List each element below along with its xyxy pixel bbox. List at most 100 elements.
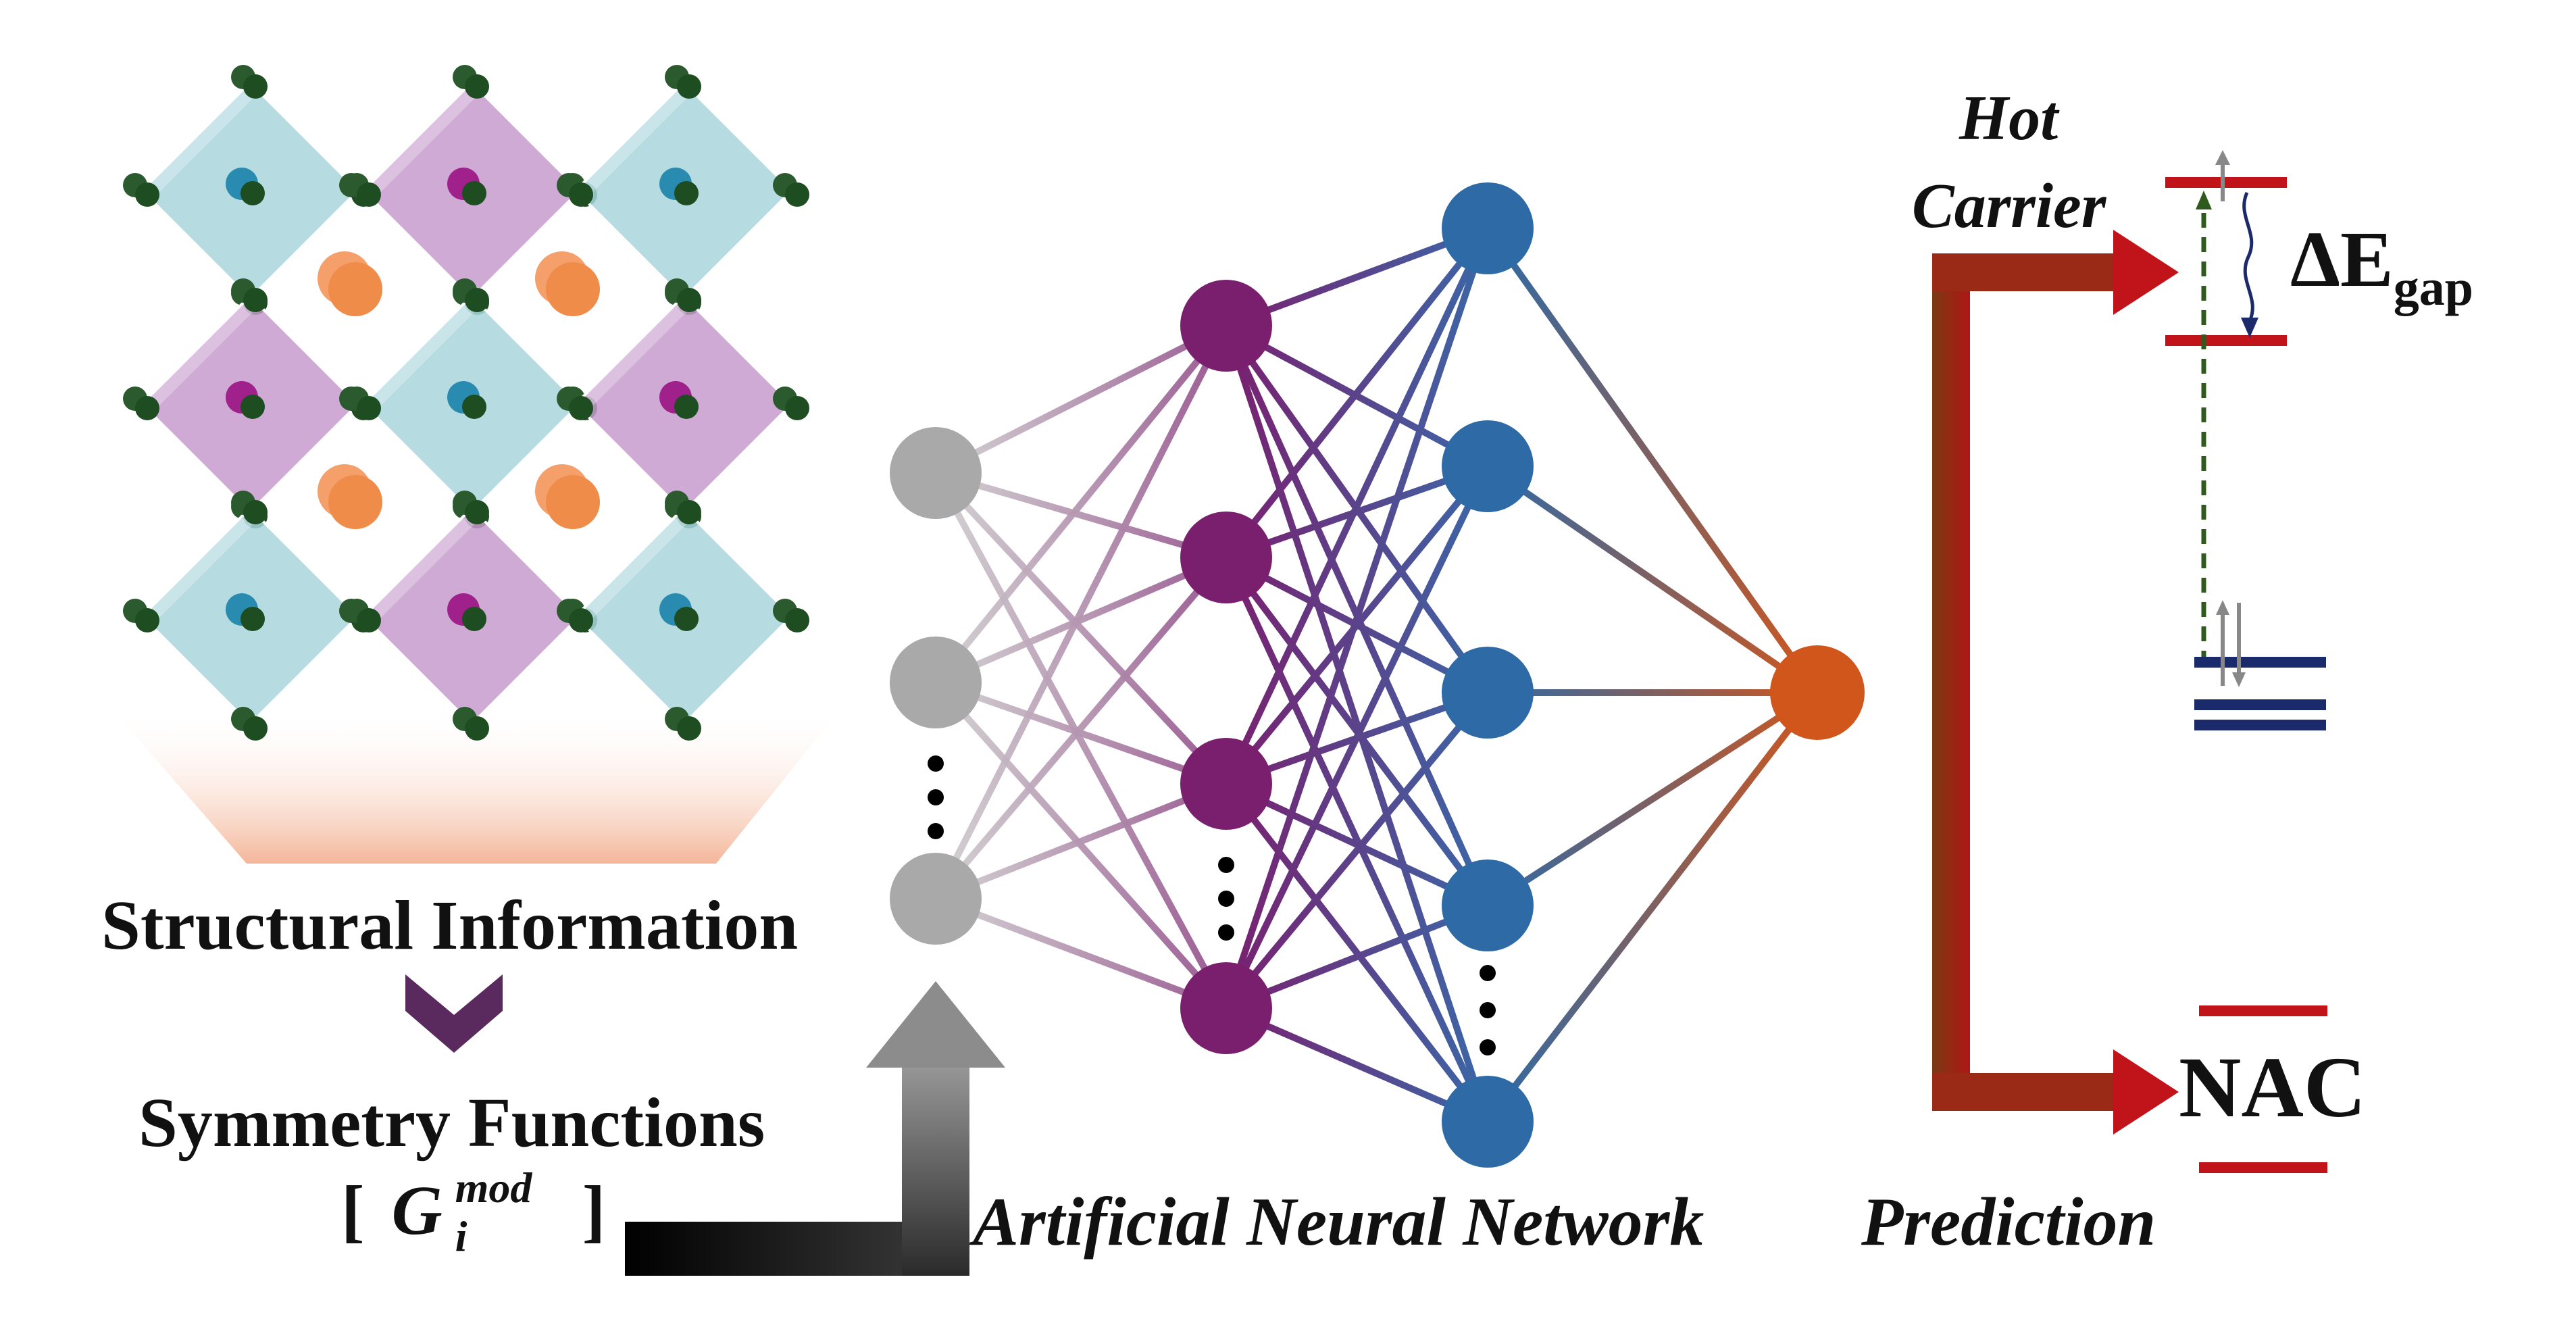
energy-gap-label: ΔEgap [2290, 220, 2473, 314]
edge-line [934, 780, 1228, 902]
octahedron-highlight [363, 82, 481, 200]
cation-atom-front [328, 262, 382, 316]
artificial-neural-network-label: Artificial Neural Network [973, 1184, 1704, 1260]
ellipsis-dot [928, 755, 944, 772]
edge-line [1484, 226, 1821, 695]
halide-atom [785, 396, 809, 420]
ellipsis-dot [1218, 857, 1234, 873]
octahedron-highlight [142, 296, 259, 414]
edge-line [934, 322, 1228, 476]
hidden-node-layer2 [1442, 420, 1534, 512]
cation-atom [318, 464, 382, 529]
hidden-node-layer1 [1180, 280, 1272, 372]
halide-atom [243, 500, 268, 524]
base-gradient [111, 708, 841, 864]
halide-atom [674, 607, 699, 631]
edge-line [934, 895, 1228, 1012]
network-connections [932, 225, 1821, 1125]
halide-atom [785, 182, 809, 207]
lower-level-2 [2194, 699, 2326, 710]
hot-label: Hot [1959, 83, 2059, 153]
halide-atom [241, 181, 265, 205]
ellipsis-dot [1480, 1002, 1496, 1018]
octahedron [557, 491, 809, 741]
octahedron-highlight [576, 508, 693, 626]
ellipsis-dot [1480, 965, 1496, 981]
energy-level-diagram [2165, 150, 2327, 1173]
nac-label: NAC [2179, 1039, 2367, 1135]
octahedron-highlight [142, 82, 259, 200]
edge-line [1223, 555, 1491, 1124]
ellipsis-dot [1480, 1039, 1496, 1055]
upper-level-bottom [2165, 335, 2287, 346]
symmetry-functions-label: Symmetry Functions [138, 1084, 765, 1162]
lower-level-1 [2194, 657, 2326, 668]
edge-line [1486, 463, 1819, 696]
halide-atom [357, 182, 381, 207]
halide-atom [677, 74, 701, 99]
edge-line [933, 680, 1229, 1011]
input-node [890, 853, 982, 945]
edge-line [1224, 780, 1490, 909]
halide-atom [569, 182, 593, 207]
hidden-node-layer2 [1442, 1076, 1534, 1168]
edge-line [1225, 1005, 1489, 1125]
halide-atom [243, 716, 268, 741]
cation-atom-front [546, 475, 600, 529]
halide-atom [462, 607, 486, 631]
halide-atom [462, 395, 486, 419]
edge-line [933, 470, 1229, 787]
prediction-label: Prediction [1861, 1184, 2156, 1260]
ellipsis-dot [928, 823, 944, 839]
octahedron [345, 491, 597, 741]
halide-atom [677, 500, 701, 524]
edge-line [1223, 464, 1491, 1010]
hidden-node-layer2 [1442, 182, 1534, 274]
halide-atom [465, 288, 489, 312]
halide-atom [241, 607, 265, 631]
halide-atom [785, 608, 809, 632]
edge-line [1223, 781, 1490, 1124]
halide-atom [135, 182, 159, 207]
hidden-node-layer1 [1180, 512, 1272, 603]
edge-line [1225, 902, 1489, 1012]
edge-line [1223, 226, 1490, 560]
cation-atom [535, 464, 600, 529]
ellipsis-dot [1218, 891, 1234, 907]
hidden-node-layer1 [1180, 962, 1272, 1054]
output-node [1770, 645, 1865, 740]
edge-line [1225, 225, 1489, 329]
octahedron-highlight [363, 508, 481, 626]
formula-open-bracket: [ [341, 1172, 365, 1249]
halide-atom [465, 716, 489, 741]
halide-atom [465, 500, 489, 524]
edge-line [932, 324, 1230, 901]
halide-atom [135, 608, 159, 632]
halide-atom [674, 395, 699, 419]
structural-information-label: Structural Information [101, 887, 799, 964]
halide-atom [243, 74, 268, 99]
nac-level-bottom [2199, 1162, 2327, 1173]
neural-network [890, 182, 1865, 1168]
delta-e-symbol: ΔE [2290, 215, 2394, 303]
halide-atom [569, 608, 593, 632]
octahedron [123, 491, 376, 741]
gap-subscript: gap [2393, 259, 2473, 316]
cation-atom-front [328, 475, 382, 529]
cation-atom [318, 251, 382, 316]
halide-atom [357, 396, 381, 420]
cation-atom-front [546, 262, 600, 316]
octahedron-highlight [576, 82, 693, 200]
ellipsis-dot [1218, 924, 1234, 941]
halide-atom [462, 181, 486, 205]
halide-atom [135, 396, 159, 420]
edge-line [1486, 689, 1819, 909]
edge-line [1223, 690, 1490, 1011]
input-node [890, 637, 982, 728]
nac-level-top [2199, 1005, 2327, 1016]
hidden-node-layer1 [1180, 738, 1272, 830]
formula-subscript: i [455, 1212, 468, 1260]
input-arrow [625, 981, 1005, 1276]
